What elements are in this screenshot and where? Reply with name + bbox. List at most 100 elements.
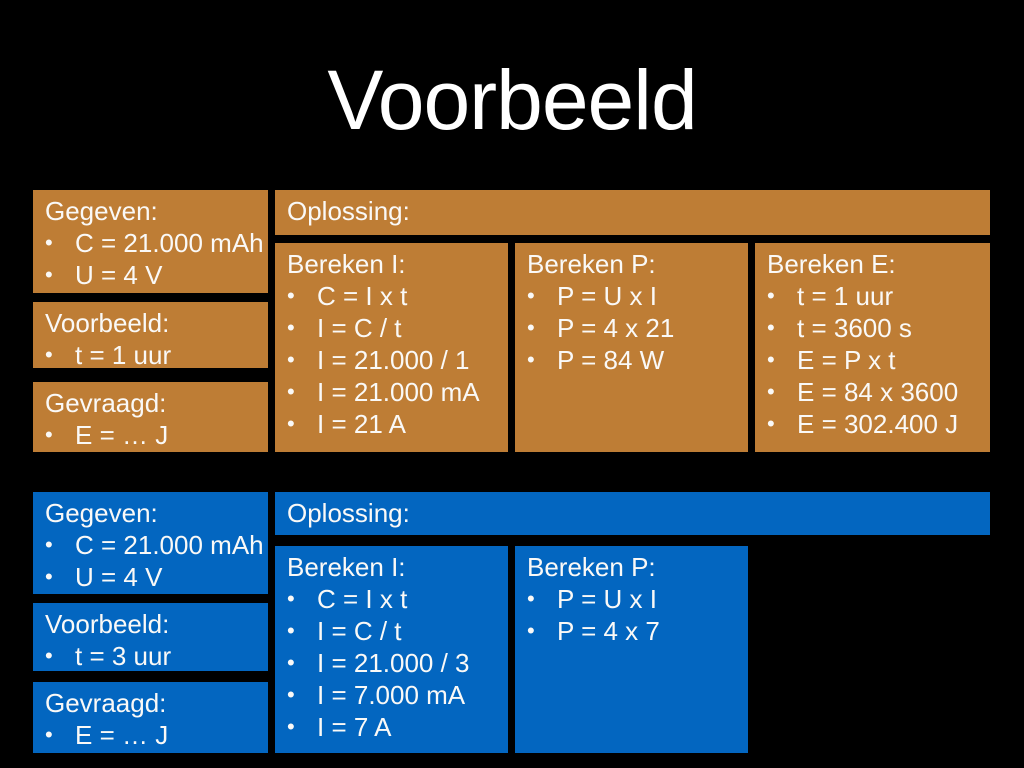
example-heading: Voorbeeld: [45,308,170,338]
example-item: • t = 1 uur [45,339,256,371]
bereken-item: • I = 21 A [287,408,496,440]
bereken-item-text: I = C / t [317,616,402,646]
bereken-item-text: I = 21 A [317,409,406,439]
given-item-text: U = 4 V [75,562,163,592]
bereken-item: • t = 3600 s [767,312,978,344]
bereken-item-text: E = 302.400 J [797,409,959,439]
bullet-icon: • [287,411,295,436]
bullet-icon: • [767,347,775,372]
bereken-heading: Bereken P: [527,249,656,279]
blue-solution-header: Oplossing: [275,492,990,535]
asked-heading: Gevraagd: [45,688,167,718]
example-item: • t = 3 uur [45,640,256,672]
given-heading: Gegeven: [45,498,158,528]
bullet-icon: • [45,422,53,447]
bereken-heading: Bereken P: [527,552,656,582]
orange-given-box: Gegeven: • C = 21.000 mAh • U = 4 V [33,190,268,293]
bereken-item: • P = U x I [527,583,736,615]
bullet-icon: • [45,230,53,255]
bereken-item: • P = 4 x 21 [527,312,736,344]
orange-example-box: Voorbeeld: • t = 1 uur [33,302,268,371]
example-item-text: t = 1 uur [75,340,172,370]
bereken-item: • t = 1 uur [767,280,978,312]
asked-item: • E = … J [45,419,256,451]
given-item-text: C = 21.000 mAh [75,228,264,258]
orange-bereken-e-box: Bereken E: • t = 1 uur • t = 3600 s • E … [755,243,990,452]
bereken-item-text: P = 4 x 7 [557,616,660,646]
solution-label: Oplossing: [287,498,410,528]
bereken-item-text: I = 21.000 mA [317,377,480,407]
bereken-item: • I = C / t [287,312,496,344]
given-item: • U = 4 V [45,561,256,593]
asked-item: • E = … J [45,719,256,751]
bereken-heading: Bereken I: [287,249,406,279]
asked-item-text: E = … J [75,720,169,750]
bereken-item: • I = 21.000 / 1 [287,344,496,376]
orange-bereken-i-box: Bereken I: • C = I x t • I = C / t • I =… [275,243,508,452]
bereken-item-text: I = 21.000 / 1 [317,345,470,375]
bereken-item: • P = U x I [527,280,736,312]
bereken-item: • C = I x t [287,583,496,615]
slide-title: Voorbeeld [327,53,697,147]
bereken-item: • I = 7 A [287,711,496,743]
bereken-item: • I = C / t [287,615,496,647]
bereken-item: • P = 4 x 7 [527,615,736,647]
bereken-item-text: P = 84 W [557,345,665,375]
bullet-icon: • [767,315,775,340]
bereken-item-text: t = 1 uur [797,281,894,311]
bereken-item: • E = 302.400 J [767,408,978,440]
orange-asked-box: Gevraagd: • E = … J [33,382,268,452]
blue-example-box: Voorbeeld: • t = 3 uur [33,603,268,671]
given-item: • C = 21.000 mAh [45,529,264,561]
bereken-item-text: I = 7.000 mA [317,680,466,710]
blue-given-box: Gegeven: • C = 21.000 mAh • U = 4 V [33,492,268,594]
orange-solution-header: Oplossing: [275,190,990,235]
bullet-icon: • [287,586,295,611]
bereken-item-text: C = I x t [317,584,408,614]
bullet-icon: • [287,315,295,340]
bereken-item: • I = 21.000 / 3 [287,647,496,679]
orange-bereken-p-box: Bereken P: • P = U x I • P = 4 x 21 • P … [515,243,748,452]
bullet-icon: • [45,722,53,747]
asked-heading: Gevraagd: [45,388,167,418]
bullet-icon: • [767,283,775,308]
given-item: • U = 4 V [45,259,256,291]
blue-bereken-i-box: Bereken I: • C = I x t • I = C / t • I =… [275,546,508,753]
bullet-icon: • [527,283,535,308]
bereken-item-text: I = 7 A [317,712,392,742]
blue-asked-box: Gevraagd: • E = … J [33,682,268,753]
bereken-heading: Bereken E: [767,249,896,279]
bullet-icon: • [287,618,295,643]
bullet-icon: • [45,262,53,287]
example-heading: Voorbeeld: [45,609,170,639]
bullet-icon: • [45,342,53,367]
solution-label: Oplossing: [287,196,410,226]
bereken-item: • I = 21.000 mA [287,376,496,408]
bullet-icon: • [287,714,295,739]
bereken-item: • C = I x t [287,280,496,312]
bullet-icon: • [287,347,295,372]
bereken-item-text: I = 21.000 / 3 [317,648,470,678]
bullet-icon: • [45,564,53,589]
bereken-item: • E = P x t [767,344,978,376]
given-item: • C = 21.000 mAh [45,227,264,259]
bereken-item: • P = 84 W [527,344,736,376]
bullet-icon: • [287,650,295,675]
blue-bereken-p-box: Bereken P: • P = U x I • P = 4 x 7 [515,546,748,753]
bullet-icon: • [287,283,295,308]
asked-item-text: E = … J [75,420,169,450]
example-item-text: t = 3 uur [75,641,172,671]
bereken-item-text: E = P x t [797,345,896,375]
bereken-item-text: t = 3600 s [797,313,912,343]
bereken-heading: Bereken I: [287,552,406,582]
bullet-icon: • [527,618,535,643]
bullet-icon: • [527,347,535,372]
bullet-icon: • [287,379,295,404]
bullet-icon: • [767,411,775,436]
bullet-icon: • [45,532,53,557]
bereken-item: • E = 84 x 3600 [767,376,978,408]
given-item-text: C = 21.000 mAh [75,530,264,560]
bereken-item-text: C = I x t [317,281,408,311]
bullet-icon: • [527,586,535,611]
